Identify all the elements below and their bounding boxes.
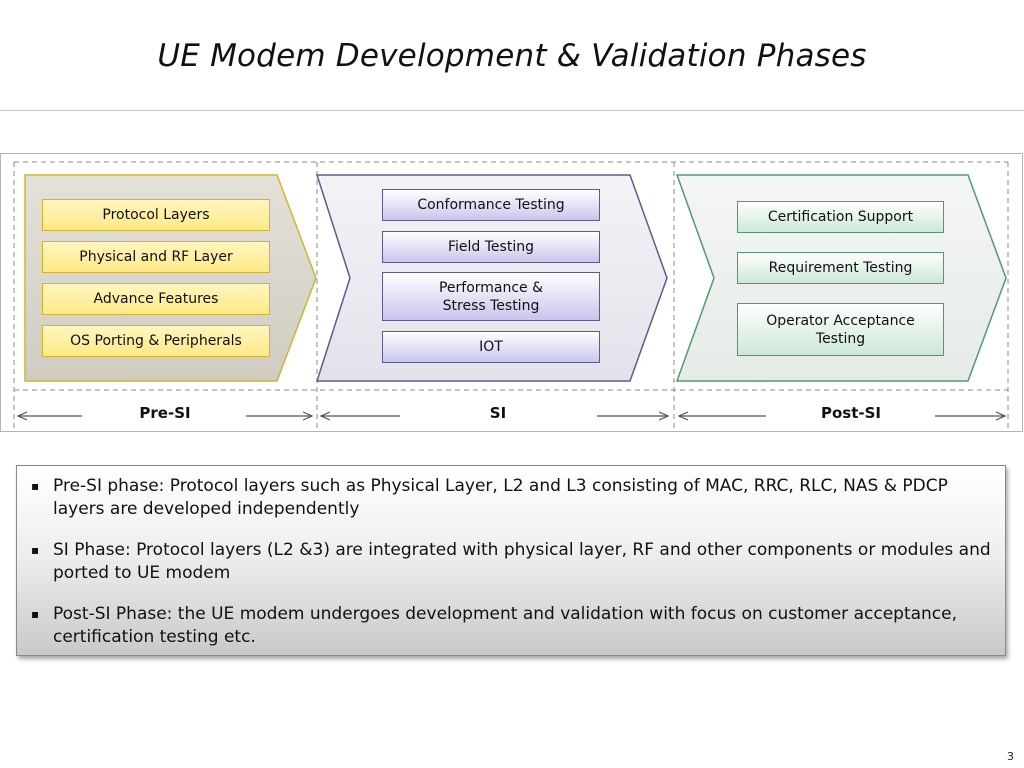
note-si: ▪ SI Phase: Protocol layers (L2 &3) are … — [29, 539, 995, 585]
pre-si-item-protocol-layers: Protocol Layers — [42, 199, 270, 231]
si-item-field-testing: Field Testing — [382, 231, 600, 263]
si-item-performance-stress-testing: Performance & Stress Testing — [382, 272, 600, 321]
note-text: Post-SI Phase: the UE modem undergoes de… — [53, 604, 958, 647]
note-pre-si: ▪ Pre-SI phase: Protocol layers such as … — [29, 475, 995, 521]
pre-si-item-physical-rf-layer: Physical and RF Layer — [42, 241, 270, 273]
si-item-conformance-testing: Conformance Testing — [382, 189, 600, 221]
post-si-item-requirement-testing: Requirement Testing — [737, 252, 944, 284]
pre-si-item-os-porting: OS Porting & Peripherals — [42, 325, 270, 357]
note-text: Pre-SI phase: Protocol layers such as Ph… — [53, 476, 948, 519]
square-bullet-icon: ▪ — [31, 543, 40, 557]
note-text: SI Phase: Protocol layers (L2 &3) are in… — [53, 540, 991, 583]
slide-title: UE Modem Development & Validation Phases — [157, 38, 867, 74]
square-bullet-icon: ▪ — [31, 479, 40, 493]
diagram-frame — [0, 153, 1023, 432]
post-si-item-certification-support: Certification Support — [737, 201, 944, 233]
square-bullet-icon: ▪ — [31, 607, 40, 621]
phase-label-si: SI — [489, 404, 507, 422]
phase-label-post-si: Post-SI — [820, 404, 882, 422]
pre-si-item-advance-features: Advance Features — [42, 283, 270, 315]
title-divider — [0, 110, 1024, 111]
phase-label-pre-si: Pre-SI — [139, 404, 191, 422]
si-item-iot: IOT — [382, 331, 600, 363]
note-post-si: ▪ Post-SI Phase: the UE modem undergoes … — [29, 603, 995, 649]
notes-box: ▪ Pre-SI phase: Protocol layers such as … — [16, 465, 1006, 656]
post-si-item-operator-acceptance-testing: Operator Acceptance Testing — [737, 303, 944, 356]
page-number: 3 — [1007, 750, 1014, 763]
